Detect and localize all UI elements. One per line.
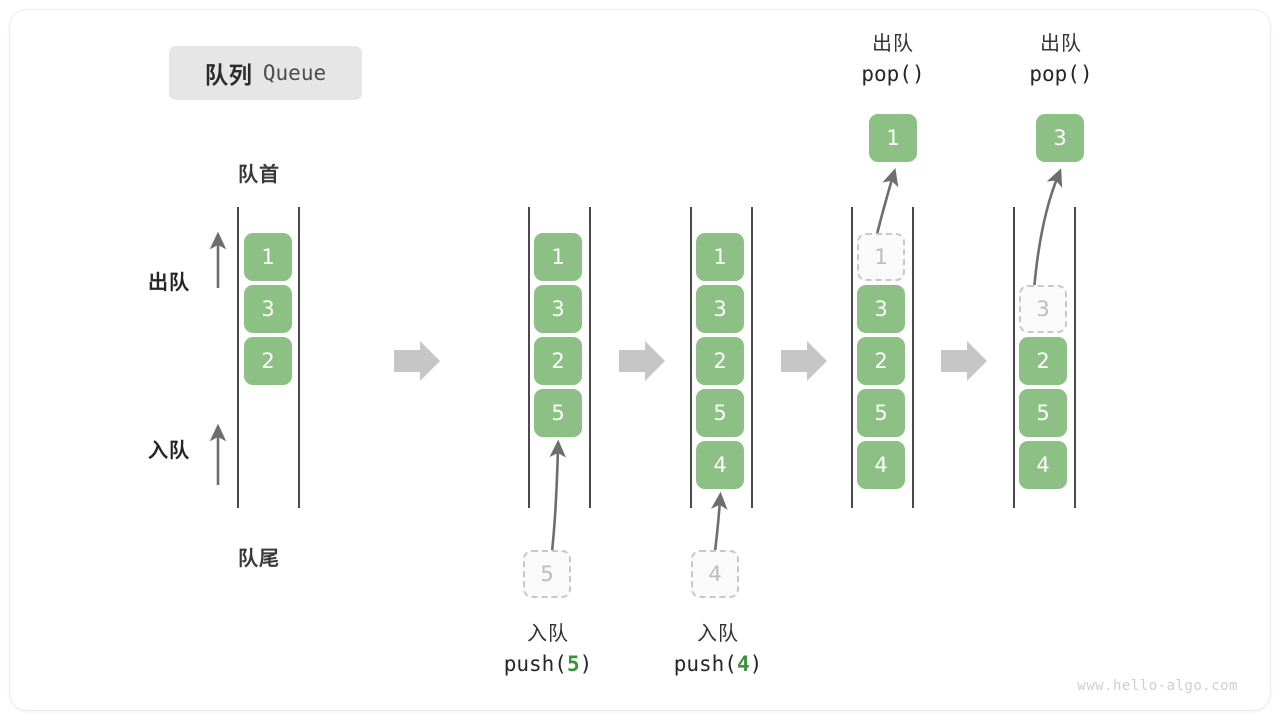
enqueue-label: 入队 — [148, 440, 190, 462]
queue-cell: 3 — [534, 285, 582, 333]
queue-tail-label: 队尾 — [238, 548, 280, 570]
pop-caption-cn: 出队 — [872, 33, 914, 55]
queue-cell: 2 — [534, 337, 582, 385]
diagram-card — [9, 9, 1271, 711]
dequeue-label: 出队 — [148, 272, 190, 294]
queue-cell: 2 — [1019, 337, 1067, 385]
push-caption-code: push(5) — [503, 652, 593, 676]
incoming-ghost-cell: 5 — [523, 550, 571, 598]
rail-left-col3 — [690, 207, 692, 508]
pop-caption-code: pop() — [1029, 62, 1093, 86]
push-caption-5: 入队 push(5) — [448, 620, 648, 679]
outgoing-ghost-cell: 1 — [857, 233, 905, 281]
queue-cell: 4 — [1019, 441, 1067, 489]
queue-cell: 5 — [534, 389, 582, 437]
push-caption-cn: 入队 — [527, 623, 569, 645]
queue-cell: 2 — [857, 337, 905, 385]
title-cn: 队列 — [204, 62, 253, 88]
rail-right-col4 — [912, 207, 914, 508]
queue-cell: 5 — [696, 389, 744, 437]
rail-right-col2 — [589, 207, 591, 508]
rail-left-col2 — [528, 207, 530, 508]
queue-cell: 5 — [1019, 389, 1067, 437]
push-caption-4: 入队 push(4) — [618, 620, 818, 679]
queue-cell: 1 — [696, 233, 744, 281]
rail-left-col4 — [851, 207, 853, 508]
pop-caption-1: 出队 pop() — [813, 30, 973, 89]
pop-caption-code: pop() — [861, 62, 925, 86]
pop-caption-cn: 出队 — [1040, 33, 1082, 55]
queue-cell: 4 — [696, 441, 744, 489]
push-caption-code: push(4) — [673, 652, 763, 676]
rail-left-col1 — [237, 207, 239, 508]
push-caption-cn: 入队 — [697, 623, 739, 645]
outgoing-ghost-cell: 3 — [1019, 285, 1067, 333]
popped-cell: 3 — [1036, 114, 1084, 162]
queue-cell: 2 — [696, 337, 744, 385]
title-en: Queue — [262, 61, 327, 85]
rail-right-col3 — [751, 207, 753, 508]
queue-cell: 4 — [857, 441, 905, 489]
queue-cell: 3 — [857, 285, 905, 333]
queue-cell: 3 — [244, 285, 292, 333]
queue-cell: 1 — [244, 233, 292, 281]
rail-right-col5 — [1074, 207, 1076, 508]
queue-cell: 2 — [244, 337, 292, 385]
queue-cell: 5 — [857, 389, 905, 437]
rail-right-col1 — [298, 207, 300, 508]
incoming-ghost-cell: 4 — [691, 550, 739, 598]
rail-left-col5 — [1013, 207, 1015, 508]
queue-cell: 1 — [534, 233, 582, 281]
watermark: www.hello-algo.com — [1077, 678, 1238, 694]
queue-cell: 3 — [696, 285, 744, 333]
title-badge: 队列 Queue — [169, 46, 362, 100]
pop-caption-3: 出队 pop() — [981, 30, 1141, 89]
popped-cell: 1 — [869, 114, 917, 162]
queue-head-label: 队首 — [238, 164, 280, 186]
